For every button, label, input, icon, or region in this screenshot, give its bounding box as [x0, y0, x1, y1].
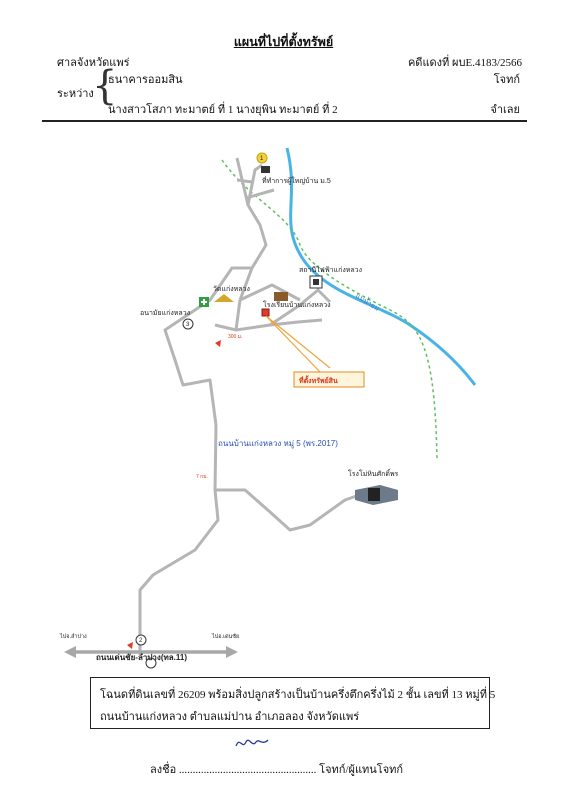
description-line-1: โฉนดที่ดินเลขที่ 26209 พร้อมสิ่งปลูกสร้า…	[100, 689, 496, 701]
case-number: คดีแดงที่ ผบE.4183/2566	[407, 57, 522, 69]
brace-symbol: {	[92, 63, 118, 109]
label-power-station: สถานีไฟฟ้าแก่งหลวง	[299, 265, 362, 274]
signature-scribble	[235, 739, 269, 747]
marker-highway-icon	[145, 657, 157, 669]
property-label-box	[293, 371, 365, 388]
label-health-center: อนามัยแก่งหลวง	[140, 309, 190, 317]
label-property: ที่ตั้งทรัพย์สิน	[299, 374, 338, 385]
label-village-office: ที่ทำการผู้ใหญ่บ้าน ม.5	[262, 176, 331, 185]
school-icon	[274, 292, 288, 301]
river	[285, 147, 477, 386]
plaintiff-role: โจทก์	[493, 74, 520, 86]
road-network	[138, 157, 366, 655]
description-box	[90, 677, 490, 729]
marker-2-label: 2	[139, 638, 143, 644]
plaintiff-name: ธนาคารออมสิน	[108, 74, 183, 86]
label-factory: โรงโม่หินศักดิ์พร	[348, 468, 399, 478]
callout-line	[265, 315, 331, 373]
label-river: แม่น้ำยม	[354, 289, 382, 312]
signature-line: ลงชื่อ .................................…	[150, 764, 404, 776]
marker-1-label: 1	[260, 156, 264, 162]
boundary-line	[221, 159, 438, 461]
factory-icon	[355, 485, 398, 505]
marker-3-icon	[182, 318, 194, 330]
label-school: โรงเรียนบ้านแก่งหลวง	[263, 300, 331, 309]
label-distance-300: 300 ม.	[228, 334, 242, 340]
property-marker	[261, 308, 270, 317]
arrow-right	[226, 646, 238, 658]
marker-1-icon	[256, 152, 268, 164]
village-office-icon	[261, 166, 270, 173]
marker-2-icon	[135, 634, 147, 646]
court-name: ศาลจังหวัดแพร่	[57, 57, 130, 69]
description-line-2: ถนนบ้านแก่งหลวง ตำบลแม่ปาน อำเภอลอง จังห…	[100, 711, 360, 723]
marker-3-label: 3	[186, 322, 190, 328]
defendant-names: นางสาวโสภา ทะมาตย์ ที่ 1 นางยุพิน ทะมาตย…	[108, 104, 338, 116]
label-to-lampang: ไปจ.ลำปาง	[59, 633, 87, 640]
page-title: แผนที่ไปที่ตั้งทรัพย์	[233, 35, 334, 49]
arrow-left	[64, 646, 76, 658]
header-divider	[42, 120, 527, 122]
label-road-main: ถนนบ้านแก่งหลวง หมู่ 5 (พร.2017)	[218, 439, 338, 449]
label-highway: ถนนเด่นชัย-ลำปาง(ทล.11)	[96, 653, 187, 662]
temple-icon	[214, 294, 234, 302]
label-temple: วัดแก่งหลวง	[213, 285, 250, 293]
label-to-denchai: ไปอ.เด่นชัย	[211, 633, 239, 640]
between-label: ระหว่าง	[57, 88, 94, 100]
label-distance-7km: 7 กม.	[196, 474, 208, 480]
defendant-role: จำเลย	[490, 104, 520, 116]
